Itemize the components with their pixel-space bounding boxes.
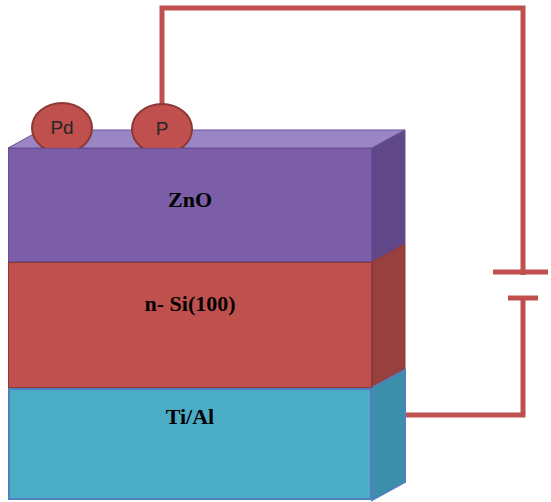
contact-pad: Pd [31,102,93,154]
layer-label: Ti/Al [166,404,215,430]
contact-label: P [156,118,169,140]
zno-layer: ZnO [8,148,372,262]
layer-label: n- Si(100) [144,291,235,317]
battery-short-plate [508,296,538,301]
layer-label: ZnO [168,187,212,213]
silicon-substrate: n- Si(100) [8,262,372,388]
ti-al-contact: Ti/Al [8,388,372,500]
contact-label: Pd [50,117,73,139]
battery-gap [512,275,534,296]
ellipse-shape [132,104,192,154]
ellipse-shape [32,103,92,153]
tial-side-face [372,370,405,500]
battery-long-plate [493,270,548,275]
si-side-face [372,244,405,388]
zno-side-face [372,130,405,262]
